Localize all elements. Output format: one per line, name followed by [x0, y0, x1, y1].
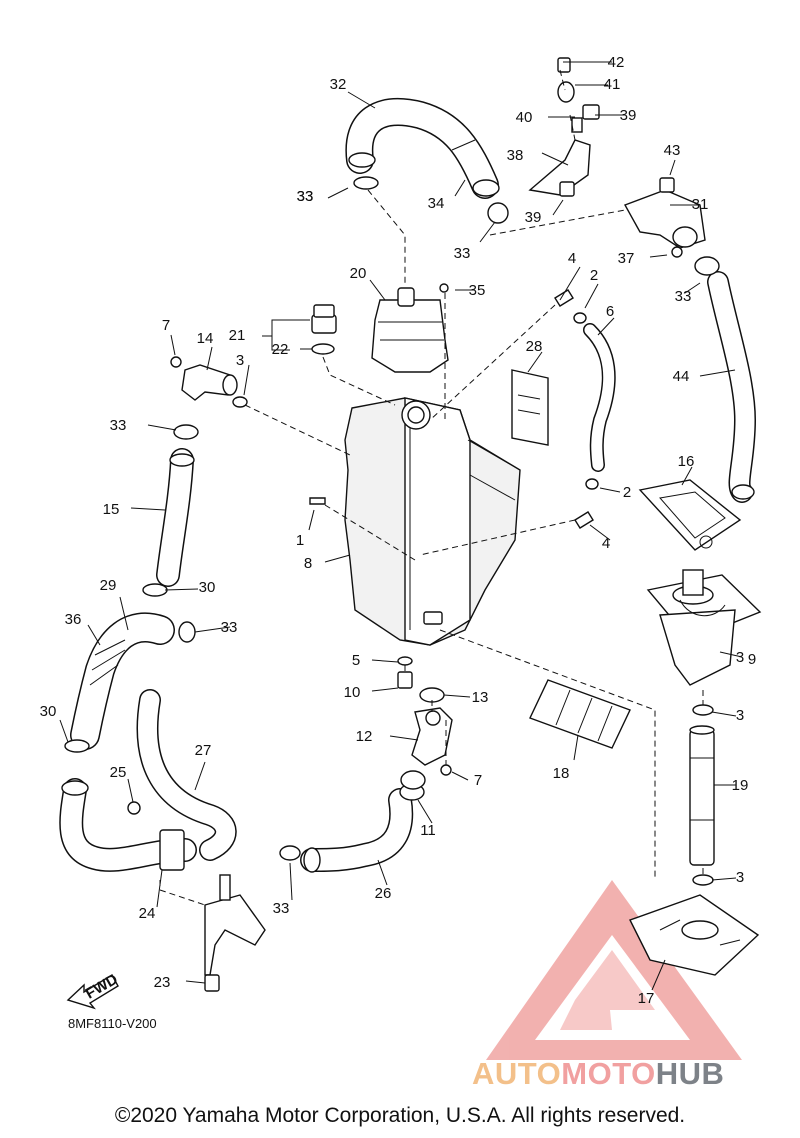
callout-30: 30 [40, 703, 57, 720]
hose-15 [156, 448, 195, 587]
callout-25: 25 [110, 764, 127, 781]
callout-29: 29 [100, 577, 117, 594]
hose-26 [300, 783, 425, 873]
callout-14: 14 [197, 330, 214, 347]
callout-1: 1 [296, 532, 304, 549]
callout-24: 24 [139, 905, 156, 922]
callout-7: 7 [474, 772, 482, 789]
callout-15: 15 [103, 501, 120, 518]
callout-35: 35 [469, 282, 486, 299]
callout-18: 18 [553, 765, 570, 782]
cap-21 [311, 304, 337, 355]
callout-numbers: 1223333445677891011121314151617181920212… [40, 54, 757, 1007]
watermark-part-2: MOTO [561, 1056, 656, 1091]
pipe-19 [689, 725, 715, 866]
callout-3: 3 [236, 352, 244, 369]
callout-3: 3 [736, 707, 744, 724]
callout-2: 2 [590, 267, 598, 284]
callout-34: 34 [428, 195, 445, 212]
copyright-notice: ©2020 Yamaha Motor Corporation, U.S.A. A… [114, 1104, 686, 1127]
callout-42: 42 [608, 54, 625, 71]
watermark-part-3: HUB [655, 1056, 725, 1091]
callout-5: 5 [352, 652, 360, 669]
watermark-logo [486, 880, 742, 1060]
callout-33: 33 [297, 188, 314, 205]
callout-4: 4 [568, 250, 576, 267]
callout-28: 28 [526, 338, 543, 355]
fitting-14 [181, 364, 238, 401]
upper-hose-32 [345, 98, 500, 199]
callout-44: 44 [673, 368, 690, 385]
callout-43: 43 [664, 142, 681, 159]
leader-lines [59, 61, 743, 991]
gasket-16 [638, 479, 742, 551]
callout-41: 41 [604, 76, 621, 93]
hose-27 [136, 689, 237, 861]
fwd-arrow-icon: FWD [66, 971, 121, 1010]
assembly-lines [159, 69, 704, 906]
watermark-text: AUTOMOTOHUB [472, 1056, 724, 1092]
callout-38: 38 [507, 147, 524, 164]
callout-7: 7 [162, 317, 170, 334]
callout-33: 33 [273, 900, 290, 917]
callout-17: 17 [638, 990, 655, 1007]
callout-33: 33 [110, 417, 127, 434]
callout-36: 36 [65, 611, 82, 628]
callout-6: 6 [606, 303, 614, 320]
callout-33: 33 [221, 619, 238, 636]
callout-13: 13 [472, 689, 489, 706]
callout-22: 22 [272, 341, 289, 358]
fitting-31 [623, 177, 706, 249]
hose-44 [707, 271, 756, 503]
elbow-12 [411, 707, 453, 766]
bracket-38 [528, 104, 600, 197]
plate-17 [629, 894, 760, 976]
callout-33: 33 [454, 245, 471, 262]
label-28 [511, 369, 549, 446]
hose-36 [70, 612, 175, 750]
diagram-code: 8MF8110-V200 [68, 1016, 157, 1031]
callout-10: 10 [344, 684, 361, 701]
tank-8 [344, 397, 521, 646]
fwd-label: FWD [83, 971, 121, 1003]
callout-16: 16 [678, 453, 695, 470]
callout-3: 3 [736, 869, 744, 886]
small-parts [64, 57, 720, 886]
pipe-24 [59, 778, 197, 872]
callout-30: 30 [199, 579, 216, 596]
callout-33: 33 [675, 288, 692, 305]
callout-9: 9 [748, 651, 756, 668]
callout-2: 2 [623, 484, 631, 501]
callout-21: 21 [229, 327, 246, 344]
pump-base-9 [646, 569, 762, 686]
callout-19: 19 [732, 777, 749, 794]
callout-37: 37 [618, 250, 635, 267]
callout-8: 8 [304, 555, 312, 572]
callout-27: 27 [195, 742, 212, 759]
hose-6 [583, 323, 616, 472]
callout-12: 12 [356, 728, 373, 745]
label-18 [529, 679, 631, 749]
callout-20: 20 [350, 265, 367, 282]
bracket-23 [204, 874, 266, 992]
callout-11: 11 [420, 822, 436, 839]
callout-33: 33 [297, 188, 314, 205]
callout-4: 4 [602, 535, 610, 552]
reservoir-cap-20 [371, 287, 449, 373]
callout-23: 23 [154, 974, 171, 991]
callout-26: 26 [375, 885, 392, 902]
callout-3: 3 [736, 649, 744, 666]
callout-31: 31 [692, 196, 709, 213]
callout-39: 39 [525, 209, 542, 226]
watermark-part-1: AUTO [472, 1056, 562, 1091]
callout-32: 32 [330, 76, 347, 93]
callout-39: 39 [620, 107, 637, 124]
callout-40: 40 [516, 109, 533, 126]
